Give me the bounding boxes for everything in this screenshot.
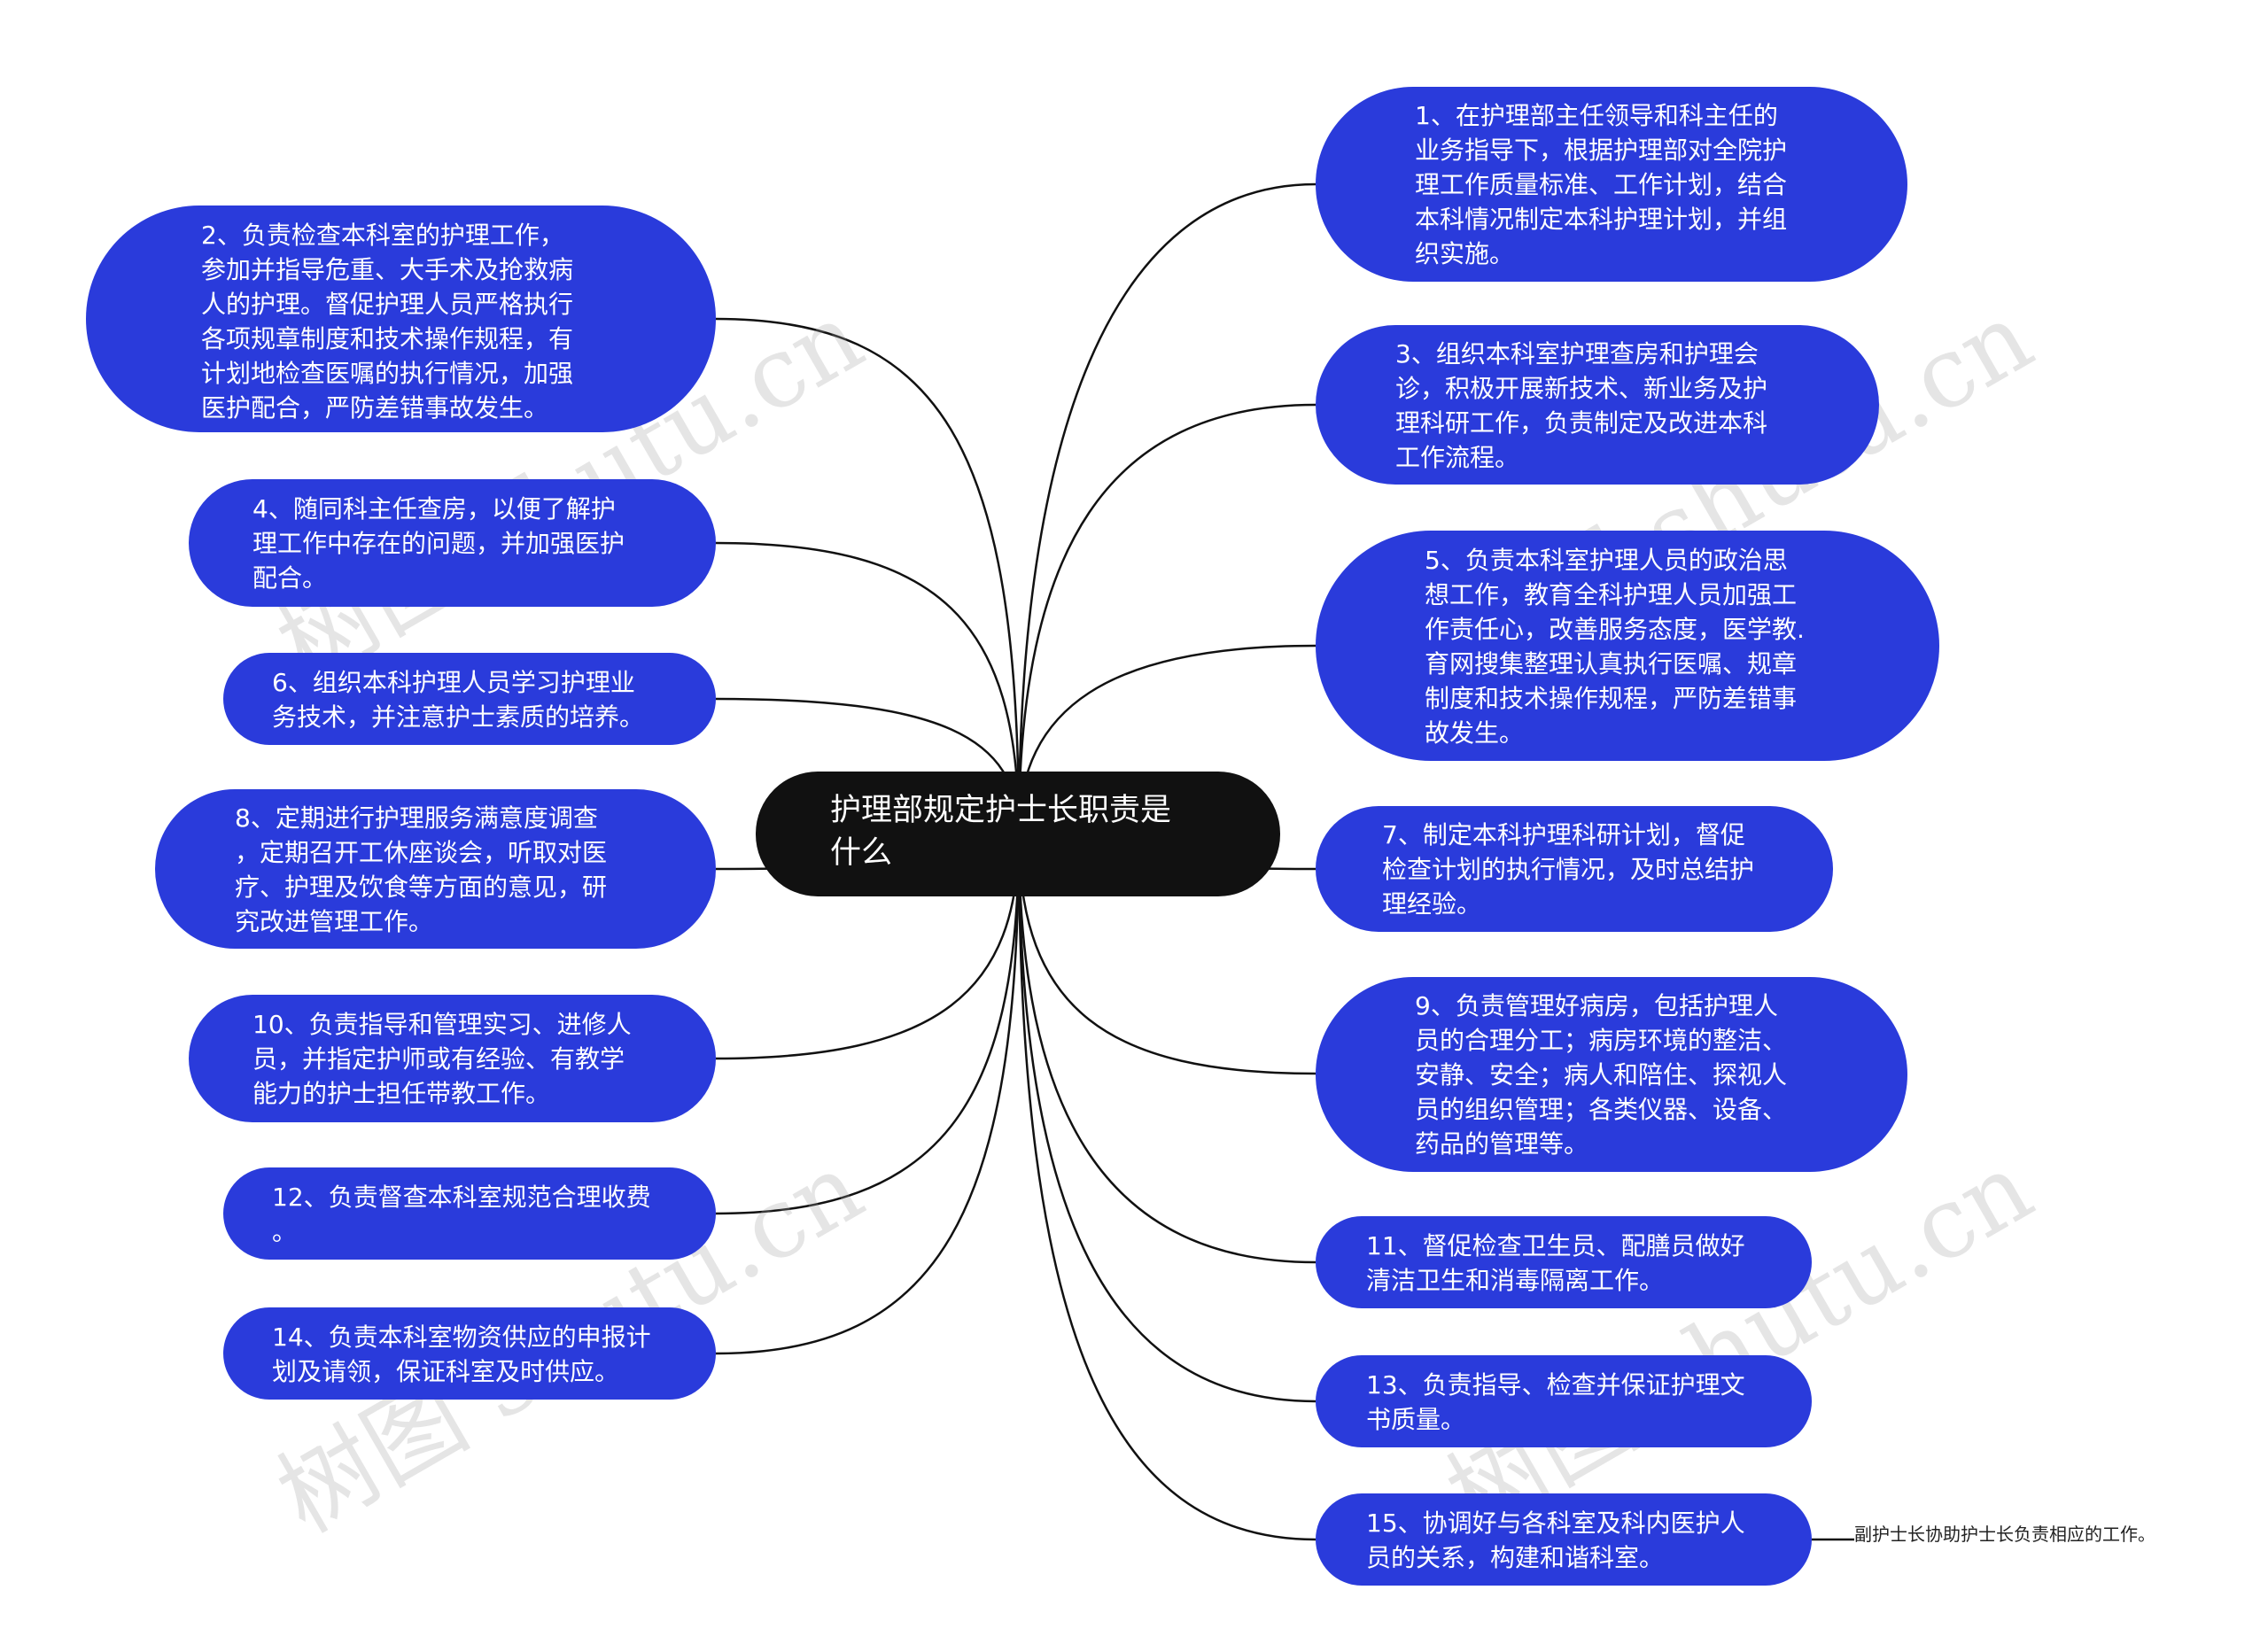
link-n4 (715, 541, 1021, 834)
topic-text-2: 2、负责检查本科室的护理工作， 参加并指导危重、大手术及抢救病 人的护理。督促护… (201, 221, 574, 423)
topic-node-4[interactable]: 4、随同科主任查房，以便了解护 理工作中存在的问题，并加强医护 配合。 (189, 479, 716, 607)
link-n13 (1017, 833, 1317, 1403)
link-n14 (715, 833, 1021, 1355)
topic-node-13[interactable]: 13、负责指导、检查并保证护理文 书质量。 (1316, 1355, 1812, 1447)
topic-node-12[interactable]: 12、负责督查本科室规范合理收费 。 (223, 1167, 716, 1260)
central-topic-text: 护理部规定护士长职责是 什么 (830, 793, 1172, 871)
topic-text-12: 12、负责督查本科室规范合理收费 。 (272, 1183, 651, 1246)
link-n11 (1017, 833, 1317, 1264)
link-n12 (715, 833, 1021, 1215)
topic-node-3[interactable]: 3、组织本科室护理查房和护理会 诊，积极开展新技术、新业务及护 理科研工作，负责… (1316, 325, 1879, 485)
topic-text-13: 13、负责指导、检查并保证护理文 书质量。 (1366, 1370, 1745, 1434)
topic-text-3: 3、组织本科室护理查房和护理会 诊，积极开展新技术、新业务及护 理科研工作，负责… (1395, 339, 1768, 472)
topic-node-15[interactable]: 15、协调好与各科室及科内医护人 员的关系，构建和谐科室。 (1316, 1493, 1812, 1586)
topic-text-14: 14、负责本科室物资供应的申报计 划及请领，保证科室及时供应。 (272, 1322, 651, 1386)
topic-node-9[interactable]: 9、负责管理好病房，包括护理人 员的合理分工；病房环境的整洁、 安静、安全；病人… (1316, 977, 1907, 1172)
topic-text-10: 10、负责指导和管理实习、进修人 员，并指定护师或有经验、有教学 能力的护士担任… (252, 1010, 632, 1108)
topic-text-11: 11、督促检查卫生员、配膳员做好 清洁卫生和消毒隔离工作。 (1366, 1231, 1745, 1295)
topic-text-8: 8、定期进行护理服务满意度调查 ，定期召开工休座谈会，听取对医 疗、护理及饮食等… (235, 803, 608, 936)
topic-text-6: 6、组织本科护理人员学习护理业 务技术，并注意护士素质的培养。 (272, 668, 645, 732)
central-topic[interactable]: 护理部规定护士长职责是 什么 (756, 772, 1280, 896)
topic-text-4: 4、随同科主任查房，以便了解护 理工作中存在的问题，并加强医护 配合。 (252, 494, 625, 593)
topic-text-15: 15、协调好与各科室及科内医护人 员的关系，构建和谐科室。 (1366, 1509, 1745, 1572)
topic-text-1: 1、在护理部主任领导和科主任的 业务指导下，根据护理部对全院护 理工作质量标准、… (1415, 101, 1788, 268)
topic-node-2[interactable]: 2、负责检查本科室的护理工作， 参加并指导危重、大手术及抢救病 人的护理。督促护… (86, 206, 716, 432)
link-n15 (1017, 833, 1317, 1541)
topic-node-8[interactable]: 8、定期进行护理服务满意度调查 ，定期召开工休座谈会，听取对医 疗、护理及饮食等… (155, 789, 716, 949)
topic-node-5[interactable]: 5、负责本科室护理人员的政治思 想工作，教育全科护理人员加强工 作责任心，改善服… (1316, 531, 1939, 761)
topic-node-11[interactable]: 11、督促检查卫生员、配膳员做好 清洁卫生和消毒隔离工作。 (1316, 1216, 1812, 1308)
topic-text-5: 5、负责本科室护理人员的政治思 想工作，教育全科护理人员加强工 作责任心，改善服… (1425, 546, 1805, 748)
topic-node-7[interactable]: 7、制定本科护理科研计划，督促 检查计划的执行情况，及时总结护 理经验。 (1316, 806, 1833, 932)
link-n3 (1017, 403, 1317, 834)
topic-text-7: 7、制定本科护理科研计划，督促 检查计划的执行情况，及时总结护 理经验。 (1382, 820, 1755, 919)
topic-node-6[interactable]: 6、组织本科护理人员学习护理业 务技术，并注意护士素质的培养。 (223, 653, 716, 745)
link-n9 (1017, 833, 1317, 1075)
topic-node-1[interactable]: 1、在护理部主任领导和科主任的 业务指导下，根据护理部对全院护 理工作质量标准、… (1316, 87, 1907, 282)
topic-text-9: 9、负责管理好病房，包括护理人 员的合理分工；病房环境的整洁、 安静、安全；病人… (1415, 991, 1788, 1159)
topic-node-10[interactable]: 10、负责指导和管理实习、进修人 员，并指定护师或有经验、有教学 能力的护士担任… (189, 995, 716, 1122)
sub-note[interactable]: 副护士长协助护士长负责相应的工作。 (1854, 1524, 2155, 1545)
link-n2 (715, 317, 1021, 834)
link-n1 (1017, 182, 1317, 834)
topic-node-14[interactable]: 14、负责本科室物资供应的申报计 划及请领，保证科室及时供应。 (223, 1307, 716, 1400)
